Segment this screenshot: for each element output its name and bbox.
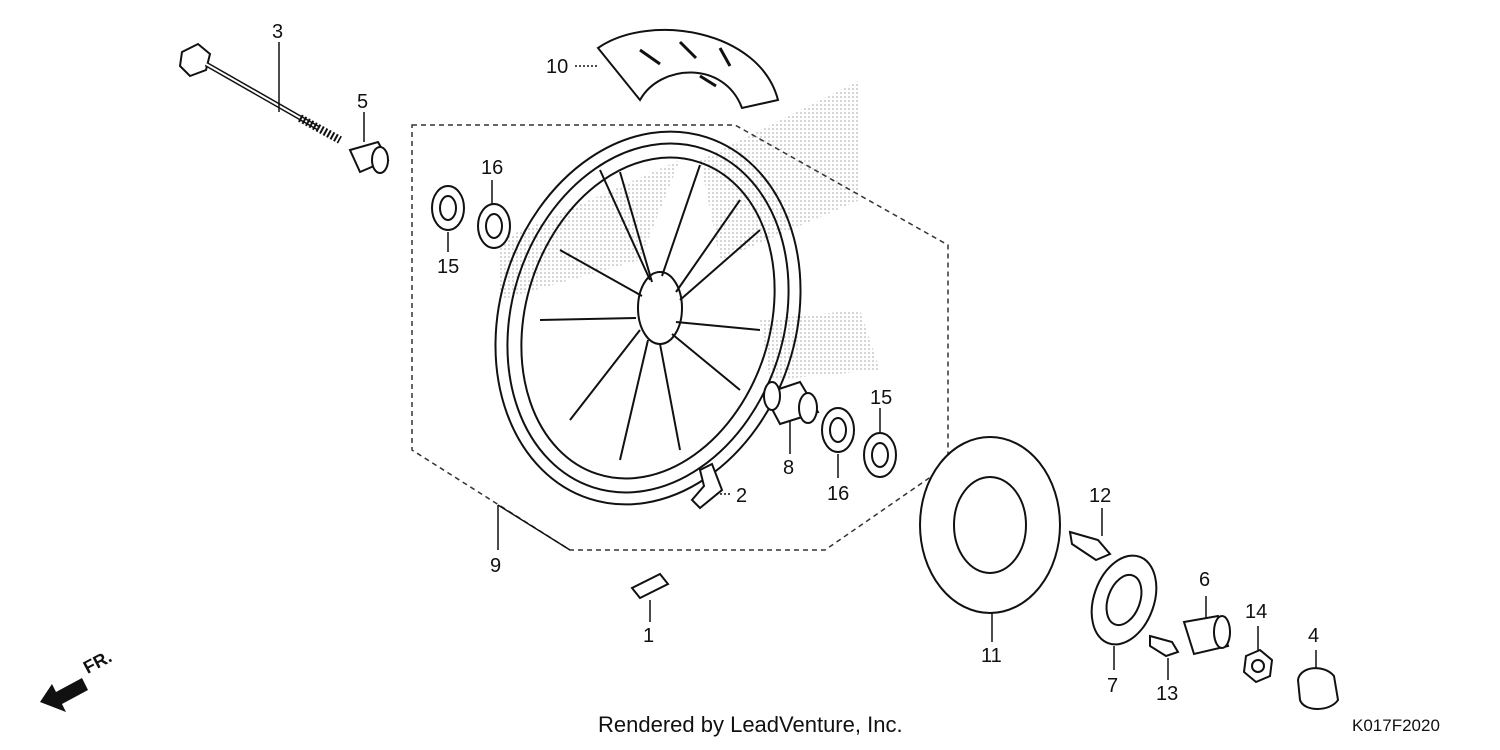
callout-10: 10 xyxy=(546,56,569,78)
bearing-upper xyxy=(477,203,511,249)
callout-2: 2 xyxy=(736,485,748,507)
axle-nut-part xyxy=(1242,648,1274,684)
callout-15-right: 15 xyxy=(870,387,893,409)
side-collar-part xyxy=(348,140,390,174)
callout-4: 4 xyxy=(1308,625,1320,647)
watermark-shading xyxy=(500,80,880,380)
callout-16-lower: 16 xyxy=(827,483,850,505)
callout-8: 8 xyxy=(783,457,795,479)
balance-weight-part xyxy=(630,572,670,600)
front-direction-arrow-icon xyxy=(40,678,88,712)
callout-6: 6 xyxy=(1199,569,1211,591)
diagram-code: K017F2020 xyxy=(1352,716,1440,735)
callout-16-upper: 16 xyxy=(481,157,504,179)
distance-collar-8-part xyxy=(762,380,820,426)
tire-part xyxy=(596,29,780,110)
callout-7: 7 xyxy=(1107,675,1119,697)
cap-nut-part xyxy=(1296,667,1340,710)
callout-3: 3 xyxy=(272,21,284,43)
callout-14: 14 xyxy=(1245,601,1268,623)
callout-5: 5 xyxy=(357,91,369,113)
disc-bolt-part xyxy=(1068,530,1112,562)
callout-12: 12 xyxy=(1089,485,1112,507)
axle-bolt-part xyxy=(178,42,342,144)
brake-disc-part xyxy=(919,436,1061,614)
callout-13: 13 xyxy=(1156,683,1179,705)
render-credit: Rendered by LeadVenture, Inc. xyxy=(598,712,903,737)
distance-collar-6-part xyxy=(1182,614,1231,656)
bearing-lower xyxy=(821,407,855,453)
callout-11: 11 xyxy=(981,645,1002,667)
valve-stem-part xyxy=(690,462,724,510)
callout-9: 9 xyxy=(490,555,502,577)
dust-seal-left xyxy=(431,185,465,231)
callout-1: 1 xyxy=(643,625,655,647)
callout-15-left: 15 xyxy=(437,256,460,278)
dust-seal-right xyxy=(863,432,897,478)
pulser-ring-part xyxy=(1090,554,1158,646)
wheel-assembly-boundary xyxy=(411,124,949,551)
pulser-screw-part xyxy=(1149,634,1180,658)
wheel-part xyxy=(494,130,802,506)
